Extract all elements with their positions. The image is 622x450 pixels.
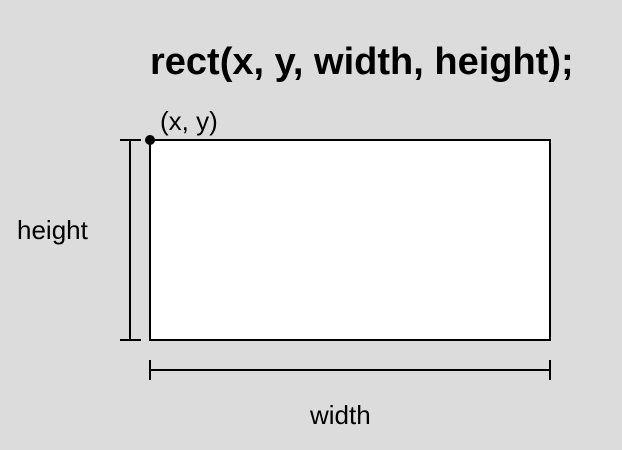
diagram-title: rect(x, y, width, height); — [150, 41, 574, 83]
width-label: width — [309, 400, 371, 430]
height-dimension — [120, 139, 141, 341]
origin-label: (x, y) — [160, 106, 218, 136]
width-dimension — [149, 360, 551, 380]
height-label: height — [17, 215, 89, 245]
origin-point — [145, 135, 155, 145]
example-rectangle — [149, 139, 551, 341]
